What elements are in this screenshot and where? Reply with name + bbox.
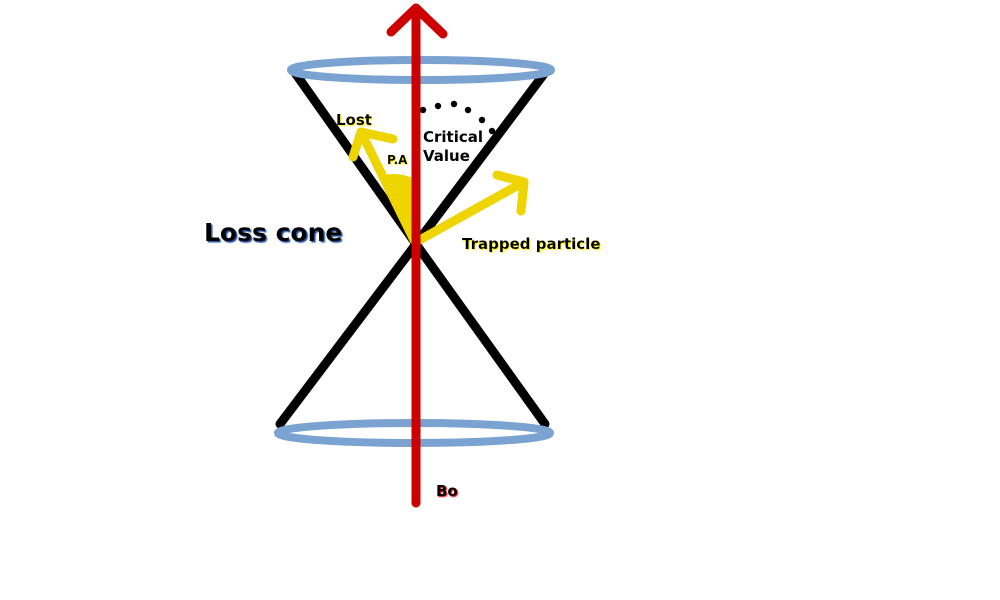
trapped-particle-arrow [411, 170, 529, 247]
loss-cone-label: Loss cone [204, 218, 342, 247]
magnetic-field-arrow [386, 3, 448, 508]
cone-line-lower-right [411, 239, 550, 429]
critical-value-label-line1: Critical [423, 128, 483, 146]
field-label: Bo [436, 482, 458, 500]
cone-line-upper-right [411, 65, 552, 249]
pitch-angle-label: P.A [387, 153, 408, 167]
critical-value-label-line2: Value [423, 147, 470, 165]
lost-label: Lost [336, 111, 372, 129]
cone-line-lower-left [275, 239, 421, 429]
trapped-particle-label: Trapped particle [462, 235, 601, 253]
top-ring [287, 56, 555, 84]
critical-value-arc [419, 100, 496, 135]
lost-particle-arrow [348, 127, 419, 245]
